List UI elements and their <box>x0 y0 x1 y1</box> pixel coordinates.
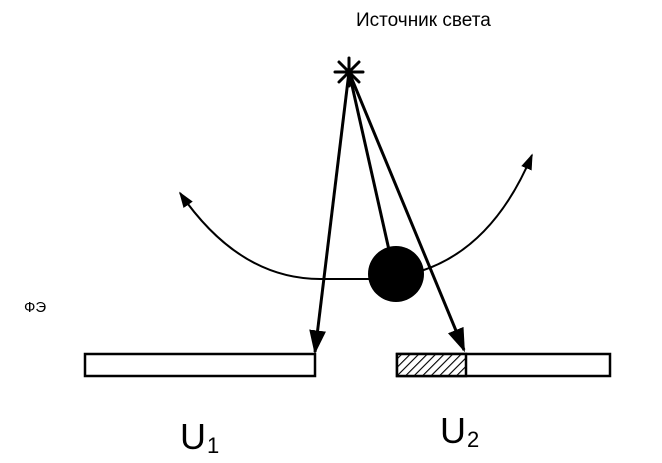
star-icon <box>333 56 365 88</box>
photocell-left <box>83 352 317 378</box>
photocell-label: ФЭ <box>24 299 47 316</box>
ray-to-left-cell <box>309 71 351 355</box>
ball <box>368 246 424 302</box>
ray-to-ball <box>347 71 391 251</box>
voltage-u2-label: U2 <box>440 410 480 452</box>
ray-to-right-cell <box>347 71 466 353</box>
swing-arc <box>179 153 533 281</box>
voltage-u1-label: U1 <box>180 416 220 458</box>
photocell-right-shadow <box>395 352 468 378</box>
light-source-label: Источник света <box>356 10 491 31</box>
